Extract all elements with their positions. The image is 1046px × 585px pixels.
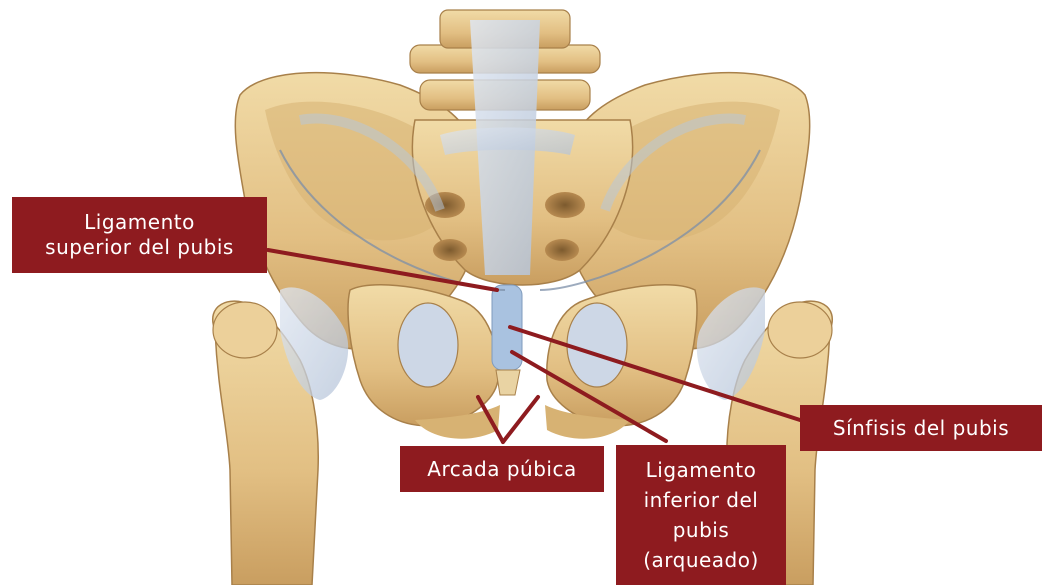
label-ligamento-superior: Ligamento superior del pubis bbox=[12, 197, 267, 273]
label-ligamento-inferior: Ligamento inferior del pubis (arqueado) bbox=[616, 445, 786, 585]
leader-arcada-right bbox=[503, 397, 538, 442]
label-ligamento-superior-line-1: Ligamento bbox=[84, 210, 195, 235]
label-ligamento-inferior-line-2: inferior del bbox=[644, 485, 759, 515]
label-arcada-line-1: Arcada púbica bbox=[427, 457, 576, 482]
label-arcada: Arcada púbica bbox=[400, 446, 604, 492]
label-ligamento-inferior-line-4: (arqueado) bbox=[643, 545, 759, 575]
label-ligamento-inferior-line-3: pubis bbox=[673, 515, 730, 545]
label-ligamento-inferior-line-1: Ligamento bbox=[646, 455, 757, 485]
label-sinfisis-line-1: Sínfisis del pubis bbox=[833, 416, 1009, 441]
label-sinfisis: Sínfisis del pubis bbox=[800, 405, 1042, 451]
spine-and-sacrum bbox=[410, 10, 633, 285]
label-ligamento-superior-line-2: superior del pubis bbox=[45, 235, 234, 260]
